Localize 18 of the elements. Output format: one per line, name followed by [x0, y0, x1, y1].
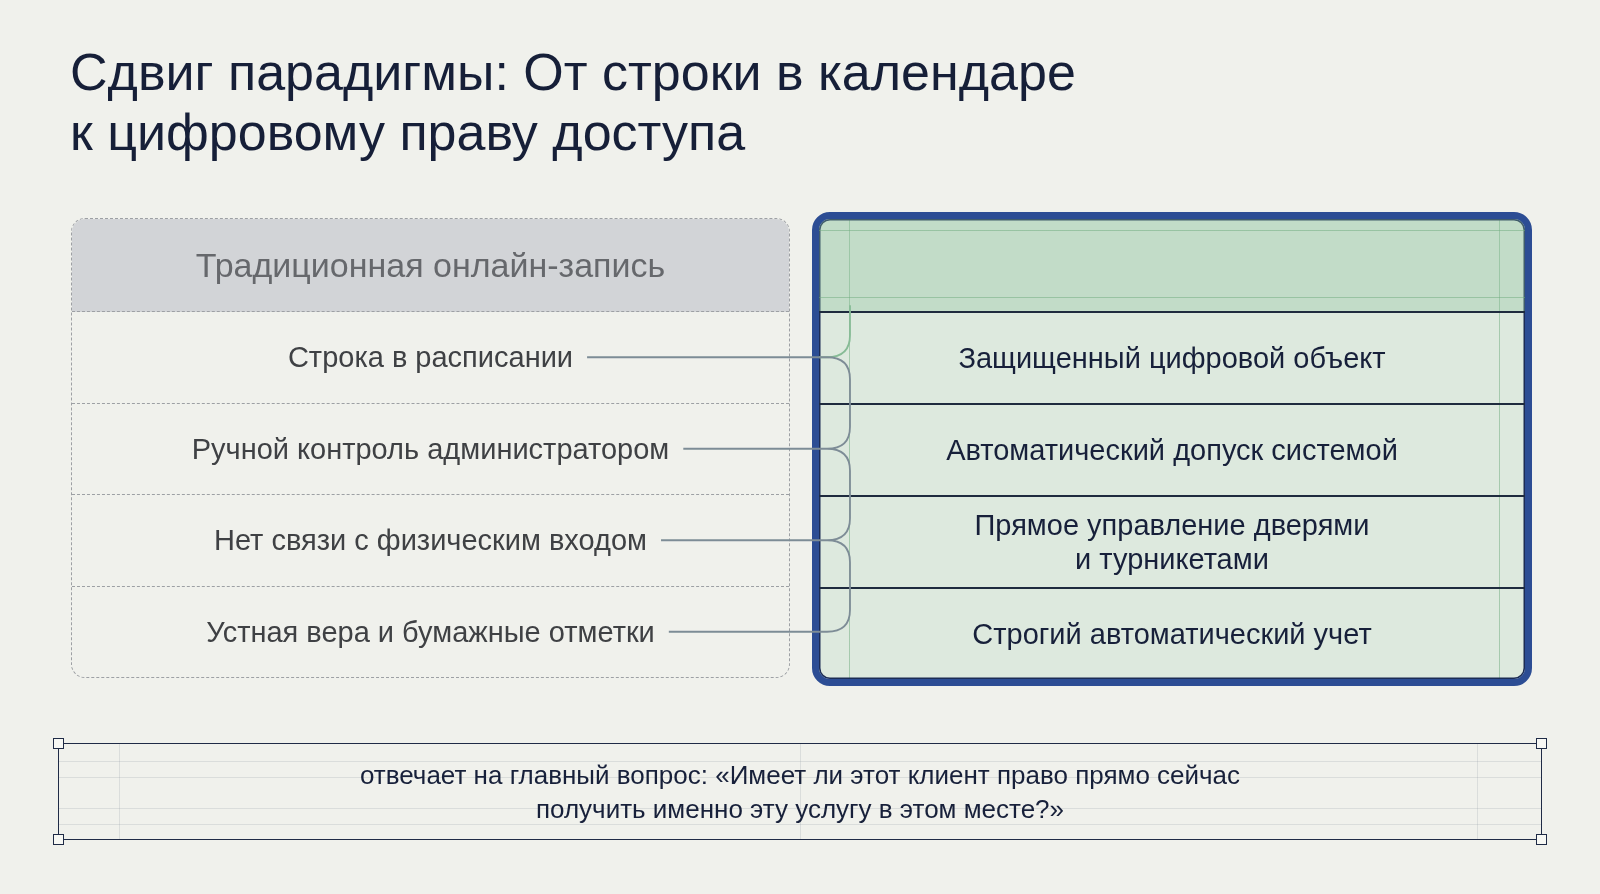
table-panel	[71, 218, 790, 678]
row-text: Ручной контроль администратором	[191, 431, 670, 466]
column-heading: Традиционная онлайн-запись	[195, 245, 666, 285]
callout-text: отвечает на главный вопрос: «Имеет ли этот клиент право прямо сейчас получить именно эту услугу в этом месте?»	[358, 758, 1242, 826]
connector-line	[667, 630, 820, 633]
connector-line	[682, 447, 820, 450]
row-text: Строка в расписании	[287, 340, 574, 375]
row-text: Защищенный цифровой объект	[958, 341, 1386, 375]
row-text: Прямое управление дверями и турникетами	[973, 508, 1371, 576]
table-panel	[812, 212, 1532, 686]
row-text: Строгий автоматический учет	[972, 617, 1372, 651]
row-text: Устная вера и бумажные отметки	[206, 614, 655, 649]
page-title: Сдвиг парадигмы: От строки в календаре к цифровому праву доступа	[70, 42, 1077, 162]
row-text: Автоматический допуск системой	[946, 433, 1398, 467]
callout-box	[58, 743, 1542, 840]
connector-line	[660, 539, 820, 542]
row-text: Нет связи с физическим входом	[213, 523, 648, 558]
connector-line	[586, 356, 820, 359]
